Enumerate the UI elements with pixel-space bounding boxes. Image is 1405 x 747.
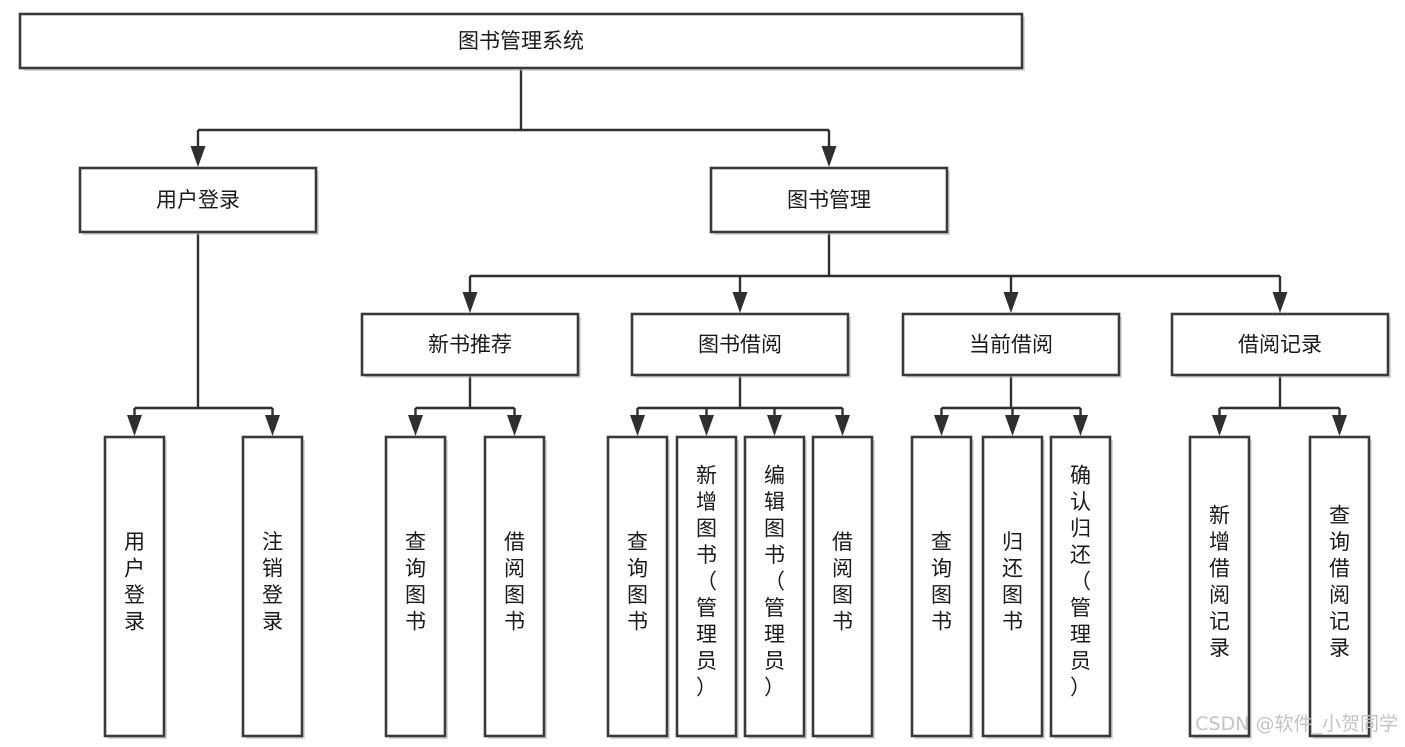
node-box <box>675 435 738 738</box>
node-box <box>743 435 806 738</box>
arrow-head-icon <box>408 415 423 436</box>
node-label: 新增图书（管理员） <box>696 464 717 700</box>
node-box <box>1308 435 1371 738</box>
node-label: 借阅图书 <box>504 530 525 634</box>
node-layer: 图书管理系统用户登录图书管理新书推荐图书借阅当前借阅借阅记录用户登录注销登录查询… <box>18 12 1391 739</box>
node-label: 新增借阅记录 <box>1209 503 1230 660</box>
node-label: 归还图书 <box>1002 530 1023 634</box>
node-label: 图书借阅 <box>698 333 782 357</box>
node-new-book-rec[interactable]: 新书推荐 <box>360 312 581 378</box>
arrow-head-icon <box>265 415 280 436</box>
node-box <box>360 312 580 377</box>
node-label: 借阅记录 <box>1238 333 1322 357</box>
node-box <box>1170 312 1390 377</box>
node-box <box>1188 435 1251 738</box>
node-leaf-query-book-3[interactable]: 查询图书 <box>910 435 974 739</box>
arrow-head-icon <box>1332 415 1347 436</box>
node-label: 查询图书 <box>931 530 952 634</box>
node-leaf-query-book-1[interactable]: 查询图书 <box>384 435 448 739</box>
node-leaf-borrow-book-1[interactable]: 借阅图书 <box>483 435 547 739</box>
node-leaf-edit-book[interactable]: 编辑图书（管理员） <box>743 435 807 739</box>
node-user-login[interactable]: 用户登录 <box>78 166 319 235</box>
arrow-head-icon <box>1005 415 1020 436</box>
watermark-label: CSDN @软件_小贺同学 <box>1195 713 1398 735</box>
arrow-head-icon <box>1212 415 1227 436</box>
arrow-head-icon <box>835 415 850 436</box>
arrow-head-icon <box>507 415 522 436</box>
node-box <box>18 12 1024 70</box>
node-label: 查询图书 <box>627 530 648 634</box>
node-leaf-user-login[interactable]: 用户登录 <box>103 435 167 739</box>
arrow-head-icon <box>767 415 782 436</box>
arrow-head-icon <box>732 292 748 313</box>
node-leaf-confirm-return[interactable]: 确认归还（管理员） <box>1049 435 1113 739</box>
node-leaf-query-record[interactable]: 查询借阅记录 <box>1308 435 1372 739</box>
node-box <box>241 435 304 738</box>
node-book-manage[interactable]: 图书管理 <box>709 166 950 235</box>
node-leaf-query-book-2[interactable]: 查询图书 <box>606 435 670 739</box>
node-label: 查询借阅记录 <box>1329 503 1350 660</box>
node-leaf-add-book[interactable]: 新增图书（管理员） <box>675 435 739 739</box>
node-box <box>606 435 669 738</box>
node-label: 确认归还（管理员） <box>1070 464 1091 700</box>
node-leaf-add-record[interactable]: 新增借阅记录 <box>1188 435 1252 739</box>
arrow-head-icon <box>1272 292 1288 313</box>
node-box <box>1049 435 1112 738</box>
node-borrow-record[interactable]: 借阅记录 <box>1170 312 1391 378</box>
node-root[interactable]: 图书管理系统 <box>18 12 1025 71</box>
node-box <box>811 435 874 738</box>
arrow-head-icon <box>1073 415 1088 436</box>
node-label: 当前借阅 <box>969 333 1053 357</box>
node-box <box>630 312 850 377</box>
arrow-head-icon <box>934 415 949 436</box>
arrow-head-icon <box>699 415 714 436</box>
node-label: 查询图书 <box>405 530 426 634</box>
node-label: 借阅图书 <box>832 530 853 634</box>
arrow-head-icon <box>190 146 206 167</box>
node-current-borrow[interactable]: 当前借阅 <box>901 312 1122 378</box>
arrow-head-icon <box>462 292 478 313</box>
node-box <box>103 435 166 738</box>
arrow-head-icon <box>821 146 837 167</box>
node-label: 注销登录 <box>262 530 283 634</box>
node-label: 用户登录 <box>124 530 145 634</box>
node-leaf-return-book[interactable]: 归还图书 <box>981 435 1045 739</box>
node-box <box>78 166 318 234</box>
node-box <box>483 435 546 738</box>
node-box <box>910 435 973 738</box>
arrow-head-icon <box>127 415 142 436</box>
node-box <box>981 435 1044 738</box>
node-label: 编辑图书（管理员） <box>764 464 785 700</box>
node-box <box>709 166 949 234</box>
node-label: 图书管理系统 <box>458 29 584 53</box>
node-label: 用户登录 <box>156 188 240 212</box>
node-book-borrow[interactable]: 图书借阅 <box>630 312 851 378</box>
node-label: 图书管理 <box>787 188 871 212</box>
node-leaf-borrow-book-2[interactable]: 借阅图书 <box>811 435 875 739</box>
node-box <box>384 435 447 738</box>
node-label: 新书推荐 <box>428 333 512 357</box>
connector-layer <box>127 68 1347 436</box>
node-leaf-logout[interactable]: 注销登录 <box>241 435 305 739</box>
node-box <box>901 312 1121 377</box>
arrow-head-icon <box>630 415 645 436</box>
arrow-head-icon <box>1003 292 1019 313</box>
